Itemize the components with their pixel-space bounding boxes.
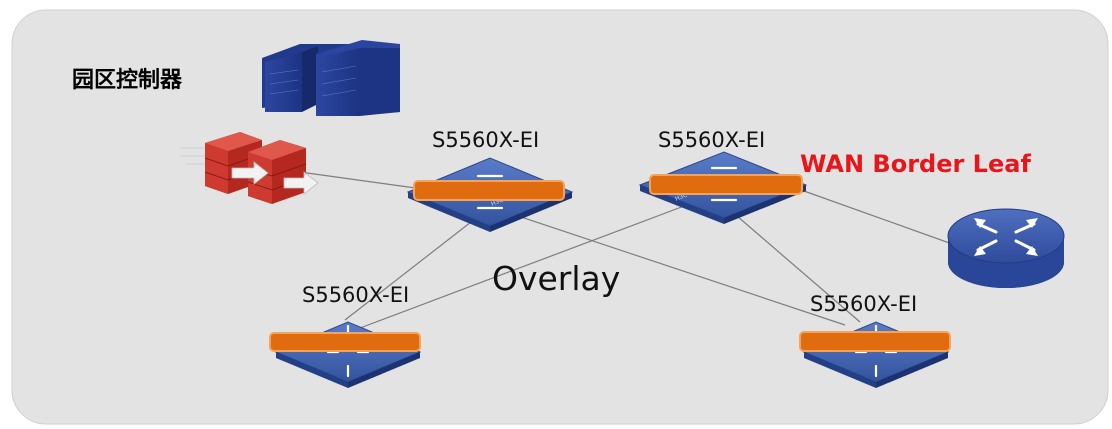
- wan-border-leaf-label: WAN Border Leaf: [800, 150, 1031, 178]
- switch-icon: [710, 166, 738, 202]
- switch-icon: [476, 174, 504, 210]
- switch-bottom-left-label: S5560X-EI: [302, 283, 410, 307]
- highlight-bar: [649, 174, 803, 195]
- switch-top-left-label: S5560X-EI: [432, 128, 540, 152]
- switch-top-right-label: S5560X-EI: [658, 128, 766, 152]
- svg-text:H3C: H3C: [674, 192, 688, 203]
- highlight-bar: [413, 180, 565, 201]
- highlight-bar: [269, 332, 421, 352]
- switch-top-right: H3C: [638, 151, 808, 224]
- svg-text:H3C: H3C: [490, 197, 504, 208]
- link-top-left-bottom-left: [344, 214, 481, 321]
- link-top-right-bottom-left: [359, 199, 701, 329]
- connections: [299, 171, 956, 329]
- link-top-left-bottom-right: [499, 209, 846, 326]
- switch-bottom-left: [269, 321, 422, 388]
- server-stack-icon: [262, 40, 400, 116]
- link-switch-top-right-router: [789, 185, 956, 246]
- firewall-icon: [180, 132, 319, 204]
- highlight-bar: [799, 331, 951, 352]
- router-icon: [947, 208, 1065, 288]
- link-firewall-switch-top-left: [299, 171, 431, 191]
- diagram-panel: [11, 9, 1109, 425]
- switch-bottom-right: [799, 321, 951, 388]
- link-top-right-bottom-right: [729, 209, 861, 323]
- controller-label: 园区控制器: [72, 68, 183, 93]
- overlay-label: Overlay: [492, 259, 621, 298]
- switch-bottom-right-label: S5560X-EI: [810, 292, 918, 316]
- switch-top-left: H3C: [406, 157, 574, 232]
